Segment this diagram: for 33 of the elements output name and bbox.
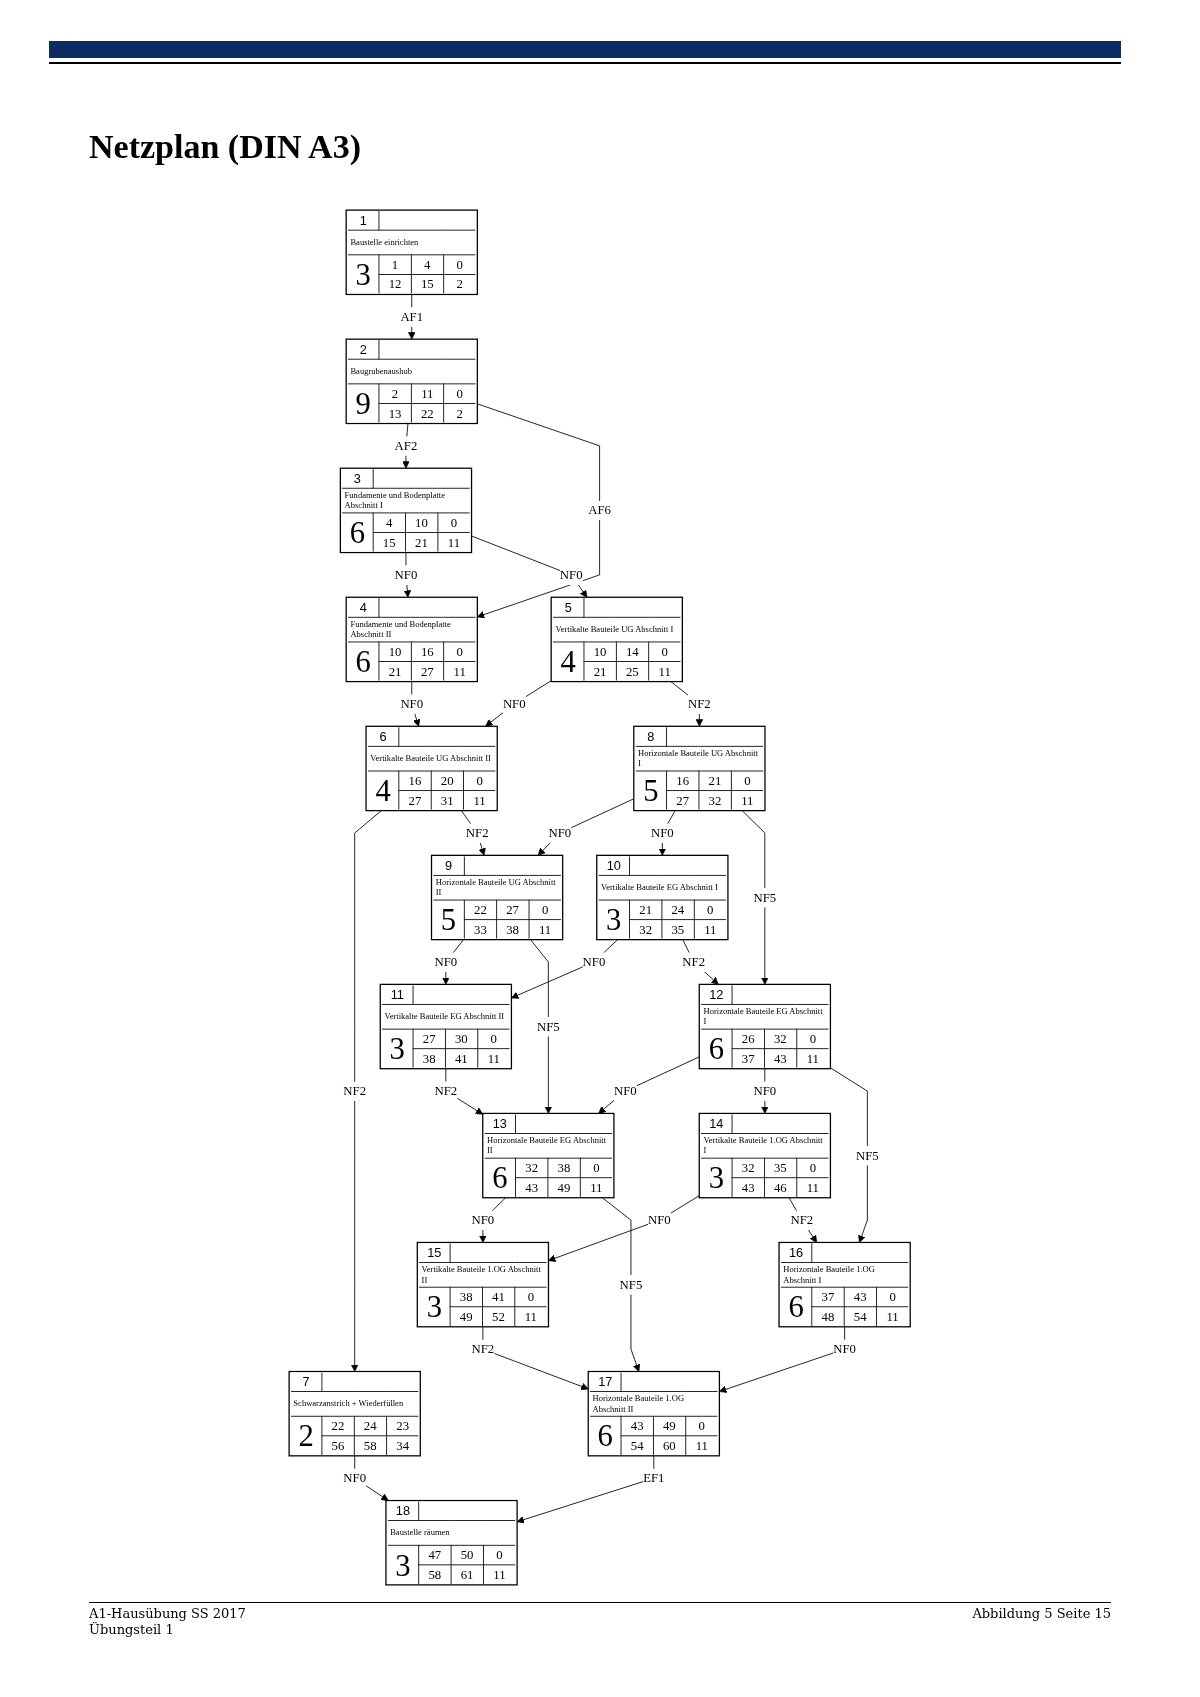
edge-label: NF5 (856, 1148, 880, 1163)
edge-label: NF2 (434, 1084, 458, 1098)
edge-label: NF0 (400, 696, 424, 711)
page-reference: Abbildung 5 Seite 15 (972, 1606, 1111, 1622)
edge-label: NF0 (471, 1213, 495, 1227)
edge-label: AF2 (394, 438, 418, 453)
edge-label: NF0 (394, 567, 418, 582)
edge-label: NF0 (614, 1084, 637, 1098)
edge-label: EF1 (643, 1471, 665, 1485)
edge-label: NF0 (582, 955, 606, 969)
edge-label: NF2 (682, 955, 706, 969)
edge-label: NF2 (688, 696, 712, 711)
footer-text: A1-Hausübung SS 2017 (89, 1606, 246, 1622)
edge-label: NF5 (619, 1277, 643, 1292)
page-title: Netzplan (DIN A3) (89, 128, 361, 166)
edge-label: NF0 (548, 825, 572, 840)
footer-text: Übungsteil 1 (89, 1622, 174, 1638)
edge-label: AF1 (400, 309, 424, 324)
edge-label: NF2 (471, 1342, 495, 1356)
edge-label: NF0 (648, 1213, 672, 1227)
edge-label: NF5 (537, 1019, 561, 1034)
edge-label: NF2 (790, 1213, 814, 1227)
edge-label: NF0 (503, 696, 526, 711)
edge-label: NF2 (343, 1084, 367, 1098)
edge-label: AF6 (588, 503, 612, 517)
edge-label: NF0 (651, 825, 675, 840)
edge-label: NF0 (434, 955, 458, 969)
edge-label: NF0 (343, 1471, 367, 1485)
edge-label: NF0 (833, 1342, 857, 1356)
edge-label: NF0 (560, 567, 583, 582)
edge-label: NF2 (466, 825, 489, 840)
edge-label: NF5 (753, 890, 777, 905)
edge-label: NF0 (753, 1084, 777, 1098)
